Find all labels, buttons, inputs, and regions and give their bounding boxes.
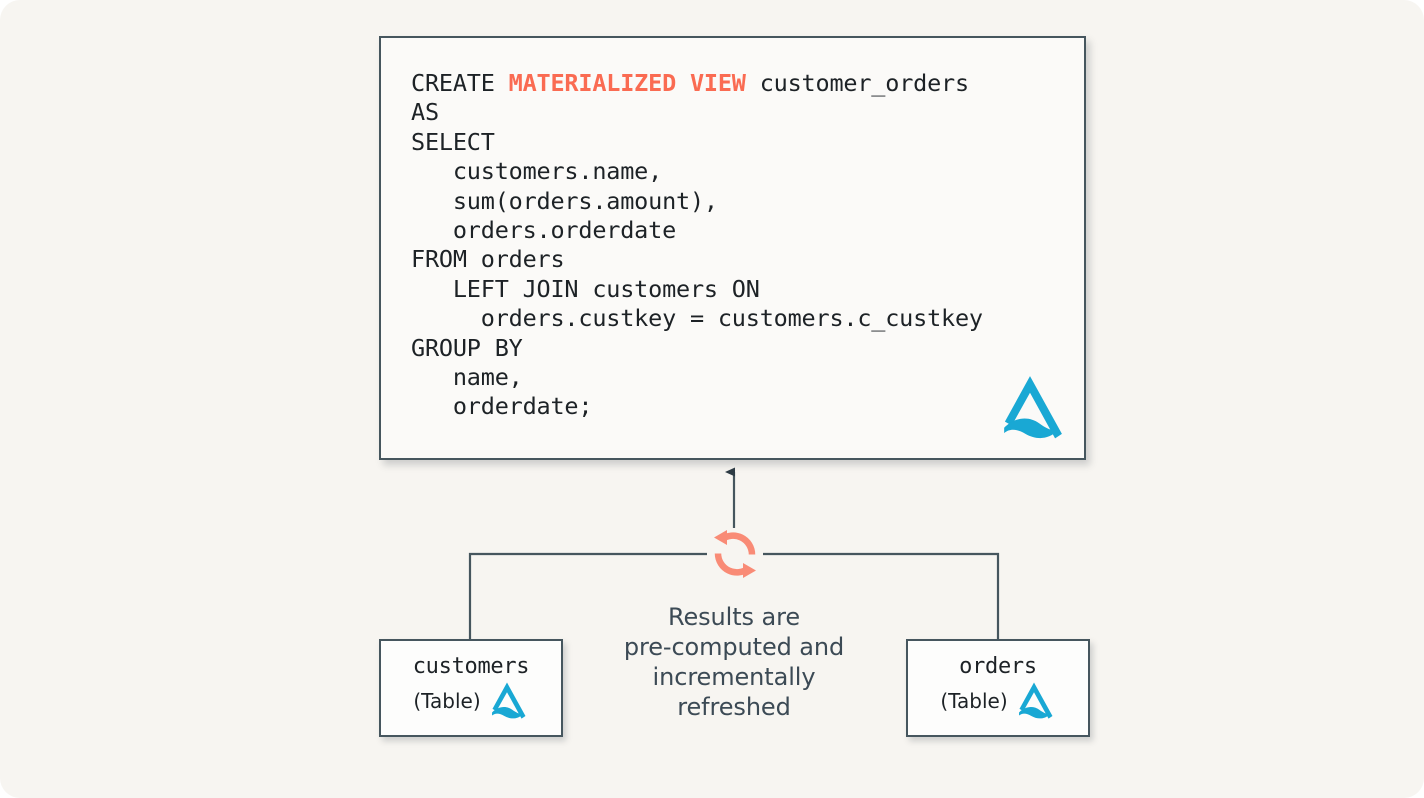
code-line-7: FROM orders xyxy=(411,245,565,274)
code-line-1-create: CREATE xyxy=(411,69,509,97)
table-subtitle-customers: (Table) xyxy=(413,688,481,713)
brand-logo-icon xyxy=(1004,376,1062,439)
code-line-4: customers.name, xyxy=(411,157,663,186)
code-line-3: SELECT xyxy=(411,127,495,156)
refresh-cycle-icon xyxy=(714,530,756,578)
caption-line-4: refreshed xyxy=(677,693,791,721)
table-subtitle-row-orders: (Table) xyxy=(940,679,1055,723)
code-line-8: LEFT JOIN customers ON xyxy=(411,274,760,303)
code-line-11: name, xyxy=(411,363,523,392)
code-line-5: sum(orders.amount), xyxy=(411,186,718,215)
table-name-customers: customers xyxy=(412,653,530,679)
code-line-6: orders.orderdate xyxy=(411,216,677,245)
code-line-1-viewname: customer_orders xyxy=(745,69,969,97)
brand-logo-icon xyxy=(491,682,526,719)
caption-line-2: pre-computed and xyxy=(623,633,845,661)
materialized-view-code-box: CREATE MATERIALIZED VIEW customer_orders… xyxy=(379,36,1086,460)
sql-code-text: CREATE MATERIALIZED VIEW customer_orders… xyxy=(411,69,983,422)
code-line-10: GROUP BY xyxy=(411,333,523,362)
code-line-2: AS xyxy=(411,98,439,127)
brand-logo-icon xyxy=(1018,682,1053,719)
table-subtitle-orders: (Table) xyxy=(940,688,1008,713)
table-box-orders: orders (Table) xyxy=(906,639,1090,737)
caption-line-1: Results are xyxy=(667,603,800,631)
refresh-caption: Results are pre-computed and incremental… xyxy=(596,602,872,722)
table-name-orders: orders xyxy=(959,653,1037,679)
caption-line-3: incrementally xyxy=(652,663,816,691)
code-keyword-materialized-view: MATERIALIZED VIEW xyxy=(508,69,746,97)
table-subtitle-row-customers: (Table) xyxy=(413,679,528,723)
code-line-9: orders.custkey = customers.c_custkey xyxy=(411,304,983,333)
table-box-customers: customers (Table) xyxy=(379,639,563,737)
code-line-12: orderdate; xyxy=(411,392,593,421)
